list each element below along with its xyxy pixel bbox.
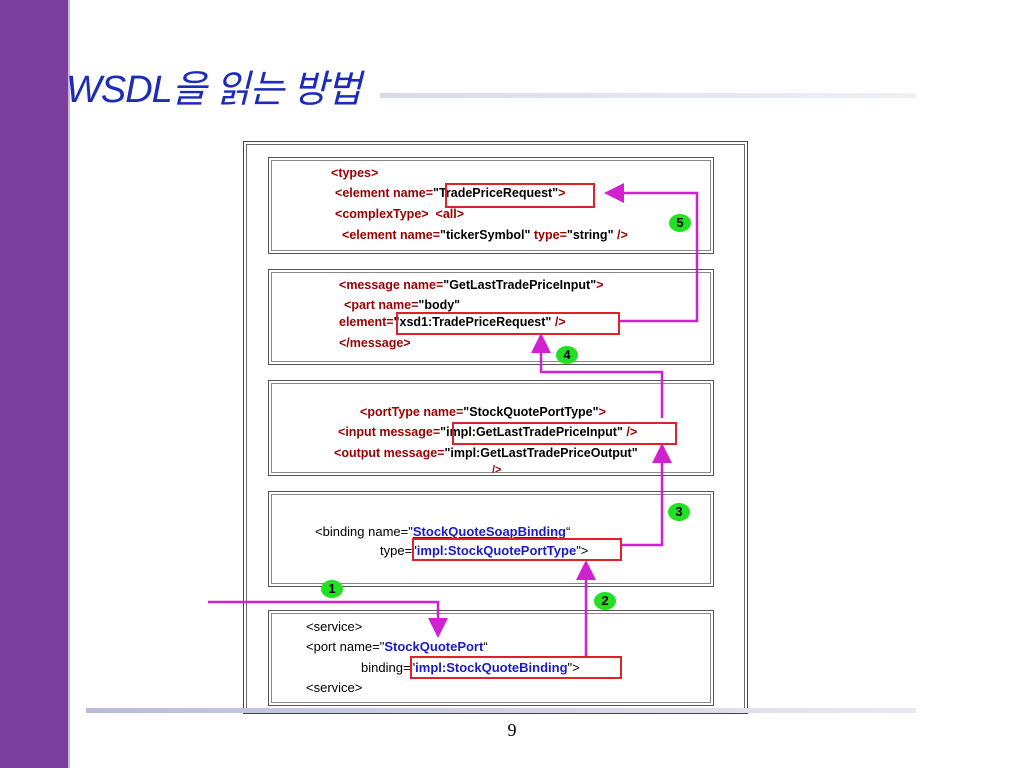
slide-title: WSDL을 읽는 방법 — [66, 69, 362, 111]
binding-name-attr: binding name — [322, 524, 401, 539]
types-tag: types — [338, 166, 371, 180]
port-name-attr: port name — [313, 639, 373, 654]
input-message-attr: input message — [345, 425, 433, 439]
element-name-attr: element name — [342, 186, 426, 200]
porttype-line-3: <output message="impl:GetLastTradePriceO… — [334, 446, 638, 460]
type-attr: type — [533, 228, 560, 242]
complex-type-tag: complexType — [342, 207, 422, 221]
step-badge-3: 3 — [668, 503, 690, 521]
trade-price-request-value: TradePriceRequest — [438, 186, 553, 200]
xsd1-trade-price-request-value: xsd1:TradePriceRequest — [399, 315, 546, 329]
element-name-attr-2: element name — [349, 228, 433, 242]
stock-quote-soap-binding-value: StockQuoteSoapBinding — [412, 524, 566, 539]
binding-line-1: <binding name="StockQuoteSoapBinding“ — [315, 524, 571, 539]
binding-attr: binding — [361, 660, 403, 675]
string-value: string — [572, 228, 608, 242]
body-value: body — [424, 298, 455, 312]
output-message-attr: output message — [341, 446, 438, 460]
title-rule — [380, 93, 916, 98]
highlight-impl-port-type — [412, 538, 622, 561]
arrow-step-3 — [622, 443, 672, 547]
step-badge-4: 4 — [556, 346, 578, 364]
part-name-attr: part name — [351, 298, 412, 312]
element-attr: element — [339, 315, 387, 329]
all-tag: all — [442, 207, 457, 221]
impl-stock-quote-port-type-value: impl:StockQuotePortType — [416, 543, 577, 558]
message-line-1: <message name="GetLastTradePriceInput"> — [339, 278, 604, 292]
highlight-impl-binding — [410, 656, 622, 679]
highlight-trade-price-request — [445, 183, 595, 208]
bottom-rule — [86, 708, 916, 713]
stock-quote-port-value: StockQuotePort — [384, 639, 484, 654]
binding-type-attr: type — [380, 543, 405, 558]
service-panel — [268, 610, 714, 706]
highlight-impl-input — [452, 422, 677, 445]
types-line-4: <element name="tickerSymbol" type="strin… — [342, 228, 628, 242]
get-last-trade-price-input-value: GetLastTradePriceInput — [449, 278, 591, 292]
impl-output-value: impl:GetLastTradePriceOutput — [450, 446, 632, 460]
types-line-2: <element name="TradePriceRequest"> — [335, 186, 566, 200]
types-line-3: <complexType> <all> — [335, 207, 465, 221]
types-panel — [268, 157, 714, 254]
service-tag: service — [313, 619, 355, 634]
service-close-tag: service — [313, 680, 355, 695]
step-badge-2: 2 — [594, 592, 616, 610]
step-badge-5: 5 — [669, 214, 691, 232]
service-line-2: <port name="StockQuotePort“ — [306, 639, 488, 654]
porttype-line-2: <input message="impl:GetLastTradePriceIn… — [338, 425, 638, 439]
porttype-panel — [268, 380, 714, 476]
types-line-1: <types> — [331, 166, 379, 180]
porttype-line-1: <portType name="StockQuotePortType"> — [360, 405, 606, 419]
sidebar-band — [0, 0, 68, 768]
stock-quote-port-type-value: StockQuotePortType — [469, 405, 593, 419]
message-line-4: </message> — [339, 336, 411, 350]
diagram-frame — [243, 141, 748, 714]
impl-input-value: impl:GetLastTradePriceInput — [446, 425, 617, 439]
service-line-4: <service> — [306, 680, 363, 695]
arrow-step-5 — [604, 183, 699, 323]
sidebar-edge — [68, 0, 70, 768]
message-line-2: <part name="body" — [344, 298, 461, 312]
arrow-step-4 — [531, 333, 664, 418]
message-name-attr: message name — [346, 278, 436, 292]
service-line-3: binding="impl:StockQuoteBinding"> — [361, 660, 580, 675]
porttype-line-4: /> — [492, 464, 502, 476]
page-number: 9 — [507, 720, 517, 740]
message-panel — [268, 269, 714, 365]
highlight-xsd1-trade-price-request — [396, 312, 620, 335]
porttype-name-attr: portType name — [367, 405, 456, 419]
impl-stock-quote-binding-value: impl:StockQuoteBinding — [415, 660, 568, 675]
step-badge-1: 1 — [321, 580, 343, 598]
service-line-1: <service> — [306, 619, 363, 634]
message-line-3: element="xsd1:TradePriceRequest" /> — [339, 315, 566, 329]
arrow-step-1 — [208, 600, 448, 638]
message-close-tag: message — [349, 336, 404, 350]
ticker-symbol-value: tickerSymbol — [445, 228, 525, 242]
